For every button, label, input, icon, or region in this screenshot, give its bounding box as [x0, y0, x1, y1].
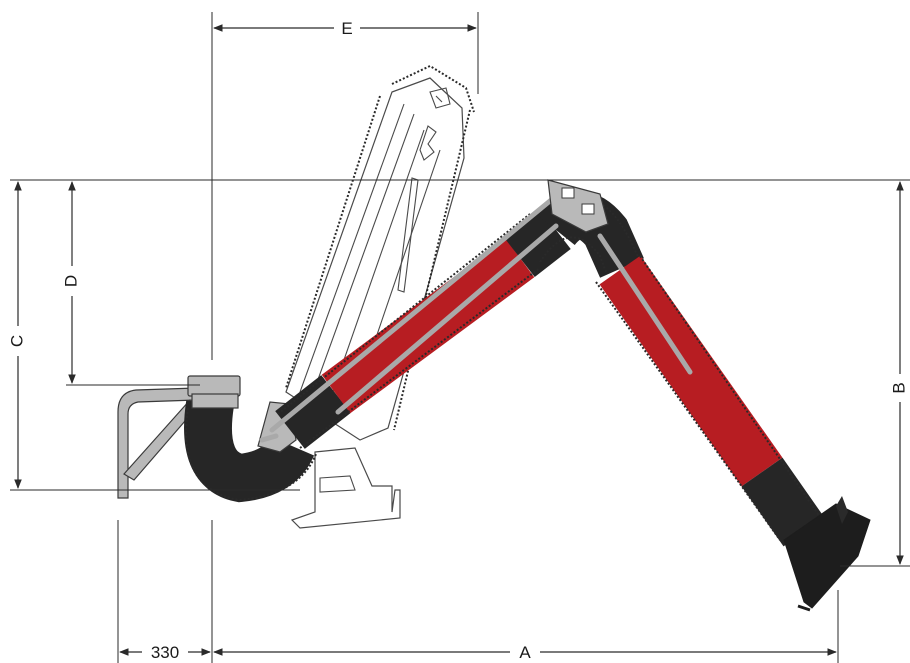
dimension-label-b: B: [889, 382, 908, 393]
dimension-label-a: A: [519, 643, 531, 662]
extension-lines: [10, 12, 910, 663]
dimension-lines: [14, 24, 904, 656]
dimension-label-offset: 330: [151, 643, 179, 662]
dimension-label-d: D: [61, 275, 80, 287]
dimension-label-e: E: [341, 19, 352, 38]
extraction-arm: [184, 179, 871, 612]
dimension-label-c: C: [7, 335, 26, 347]
